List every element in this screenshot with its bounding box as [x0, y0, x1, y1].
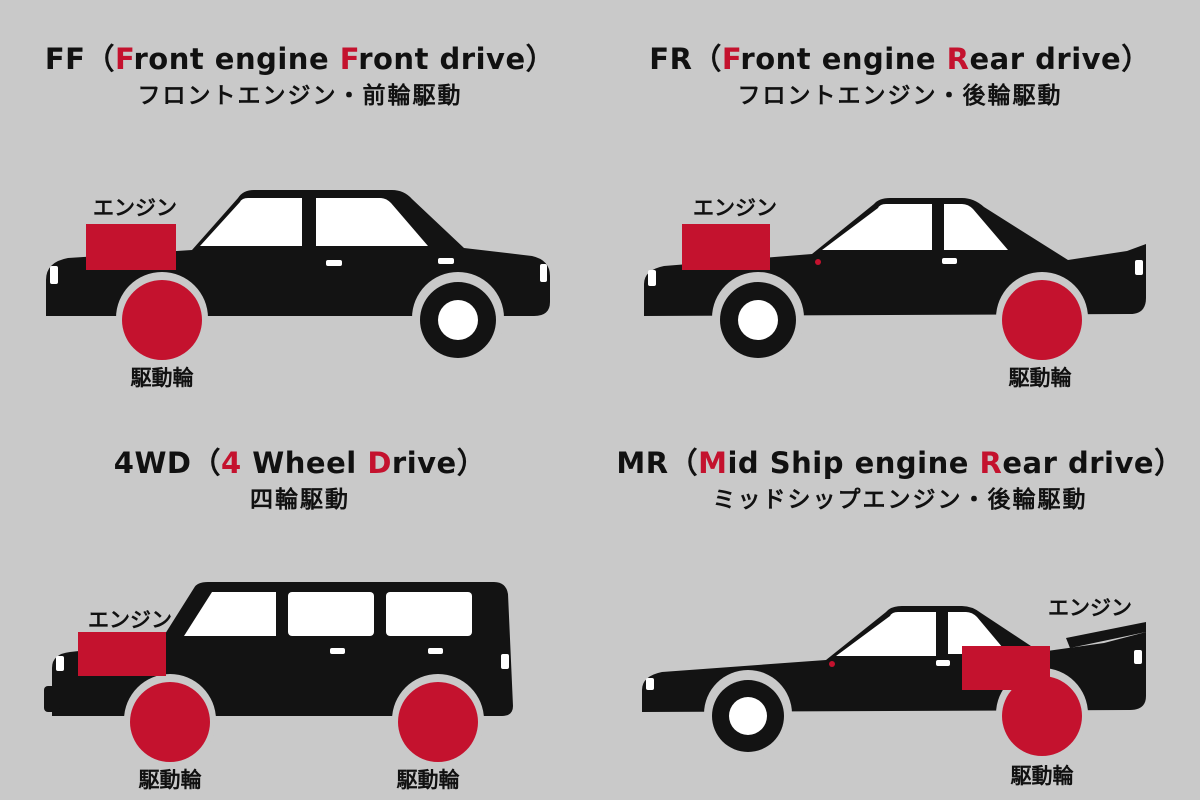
headlight — [50, 266, 58, 284]
engine-block — [962, 646, 1050, 690]
ff-sedan-illustration — [46, 190, 550, 364]
rear-window — [316, 198, 428, 246]
door-lock-dot — [815, 259, 821, 265]
ff-title-post: ront drive） — [358, 42, 556, 76]
door-handle — [936, 660, 950, 666]
panel-mr: MR（Mid Ship engine Rear drive） ミッドシップエンジ… — [600, 400, 1200, 800]
mr-title-post: ear drive） — [1002, 446, 1184, 480]
door-handle-front — [326, 260, 342, 266]
awd-engine-label: エンジン — [88, 608, 172, 632]
mr-drive-wheel-label: 駆動輪 — [1010, 764, 1074, 788]
awd-front-drive-wheel-label: 駆動輪 — [138, 768, 202, 792]
awd-title-mid: Wheel — [241, 446, 368, 480]
headlight — [646, 678, 654, 690]
headlight — [648, 270, 656, 286]
door-handle — [942, 258, 957, 264]
mr-title: MR（Mid Ship engine Rear drive） — [600, 440, 1200, 482]
ff-drive-wheel-label: 駆動輪 — [130, 366, 194, 390]
front-door-window — [184, 592, 276, 636]
taillight — [501, 654, 509, 669]
headlight — [56, 656, 64, 671]
rear-window — [386, 592, 472, 636]
fr-drive-wheel-label: 駆動輪 — [1008, 366, 1072, 390]
front-wheel-hub — [738, 300, 778, 340]
awd-subtitle: 四輪駆動 — [250, 487, 350, 513]
fr-title-accent-2: R — [946, 42, 970, 76]
fr-title: FR（Front engine Rear drive） — [600, 36, 1200, 78]
fr-title-post: ear drive） — [969, 42, 1151, 76]
rear-wing — [1066, 622, 1146, 648]
front-window — [822, 204, 932, 250]
rear-drive-wheel — [398, 682, 478, 762]
panel-ff: FF（Front engine Front drive） フロントエンジン・前輪… — [0, 0, 600, 400]
rear-wheel-hub — [438, 300, 478, 340]
ff-title-accent-2: F — [339, 42, 359, 76]
mr-subtitle: ミッドシップエンジン・後輪駆動 — [712, 487, 1088, 513]
awd-title-accent-1: 4 — [221, 446, 242, 480]
rear-drive-wheel — [1002, 280, 1082, 360]
awd-title: 4WD（4 Wheel Drive） — [0, 440, 600, 482]
engine-block — [682, 224, 770, 270]
awd-title-accent-2: D — [367, 446, 392, 480]
mr-title-mid: id Ship engine — [727, 446, 980, 480]
ff-title: FF（Front engine Front drive） — [0, 36, 600, 78]
rear-quarter-window — [948, 612, 1008, 654]
mr-title-accent-2: R — [979, 446, 1003, 480]
middle-window — [288, 592, 374, 636]
taillight — [540, 264, 547, 282]
door-handle-rear — [428, 648, 443, 654]
ff-title-mid: ront engine — [133, 42, 340, 76]
rear-drive-wheel — [1002, 676, 1082, 756]
mr-sports-car-illustration — [642, 606, 1146, 760]
panel-4wd: 4WD（4 Wheel Drive） 四輪駆動 エンジン 駆動輪 駆動輪 — [0, 400, 600, 800]
fr-title-pre: FR（ — [649, 42, 722, 76]
fr-engine-label: エンジン — [693, 196, 777, 220]
front-wheel-hub — [729, 697, 767, 735]
fr-title-accent-1: F — [721, 42, 741, 76]
front-bumper — [44, 686, 60, 712]
front-drive-wheel — [130, 682, 210, 762]
rear-quarter-window — [944, 204, 1008, 250]
awd-rear-drive-wheel-label: 駆動輪 — [396, 768, 460, 792]
awd-suv-illustration — [44, 582, 513, 766]
door-lock-dot — [829, 661, 835, 667]
mr-title-pre: MR（ — [616, 446, 699, 480]
ff-title-pre: FF（ — [44, 42, 115, 76]
ff-title-accent-1: F — [115, 42, 134, 76]
awd-title-pre: 4WD（ — [113, 446, 222, 480]
front-window — [200, 198, 302, 246]
ff-engine-label: エンジン — [93, 196, 177, 220]
panel-fr: FR（Front engine Rear drive） フロントエンジン・後輪駆… — [600, 0, 1200, 400]
ff-subtitle: フロントエンジン・前輪駆動 — [137, 83, 463, 109]
front-drive-wheel — [122, 280, 202, 360]
engine-block — [78, 632, 166, 676]
taillight — [1134, 650, 1142, 664]
front-window — [836, 612, 936, 656]
door-handle-front — [330, 648, 345, 654]
mr-engine-label: エンジン — [1048, 596, 1132, 620]
mr-title-accent-1: M — [698, 446, 728, 480]
fr-title-mid: ront engine — [740, 42, 947, 76]
engine-block — [86, 224, 176, 270]
awd-title-post: rive） — [391, 446, 487, 480]
fr-coupe-illustration — [644, 198, 1146, 364]
taillight — [1135, 260, 1143, 275]
fr-subtitle: フロントエンジン・後輪駆動 — [737, 83, 1063, 109]
door-handle-rear — [438, 258, 454, 264]
